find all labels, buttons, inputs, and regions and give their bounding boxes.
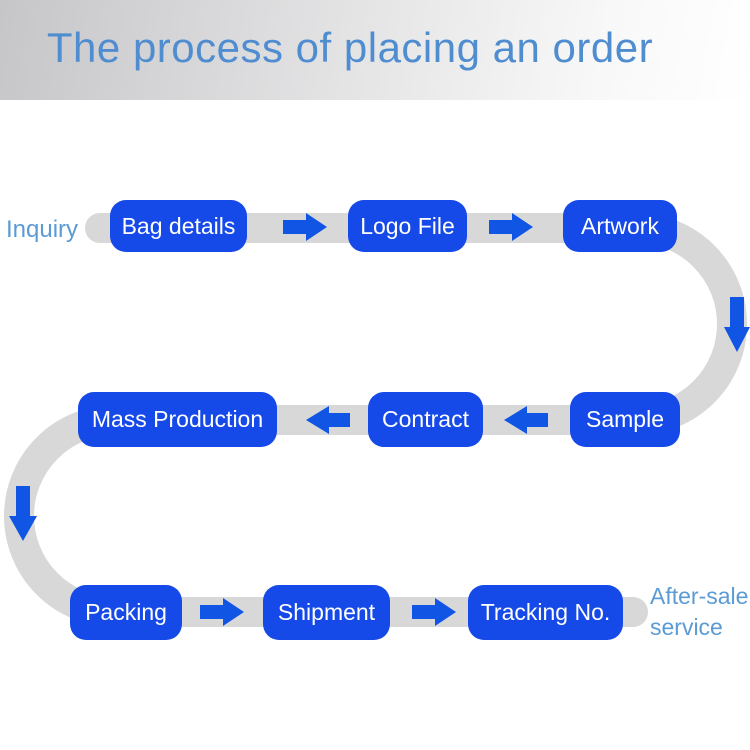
step-label: Bag details	[121, 212, 236, 239]
header-band	[0, 0, 750, 100]
step-mass-production: Mass Production	[78, 392, 277, 447]
step-shipment: Shipment	[263, 585, 390, 640]
step-label: Sample	[586, 406, 664, 432]
page-title: The process of placing an order	[46, 24, 654, 71]
step-label: Logo File	[360, 212, 455, 239]
arrow-right-icon	[489, 213, 533, 241]
step-tracking-no: Tracking No.	[468, 585, 623, 640]
arrow-right-icon	[412, 598, 456, 626]
arrow-right-icon	[200, 598, 244, 626]
arrow-right-icon	[283, 213, 327, 241]
arrow-down-icon	[9, 486, 37, 541]
step-label: Tracking No.	[480, 599, 611, 625]
step-label: Contract	[382, 406, 469, 432]
step-contract: Contract	[368, 392, 483, 447]
step-label: Shipment	[277, 599, 376, 625]
arrow-left-icon	[504, 406, 548, 434]
arrow-left-icon	[306, 406, 350, 434]
after-sale-label: After-sale service	[650, 583, 749, 640]
step-artwork: Artwork	[563, 200, 677, 252]
step-packing: Packing	[70, 585, 182, 640]
step-label: Packing	[85, 599, 167, 625]
step-logo-file: Logo File	[348, 200, 467, 252]
step-label: Mass Production	[91, 406, 264, 432]
step-label: Artwork	[581, 212, 659, 239]
step-bag-details: Bag details	[110, 200, 247, 252]
step-sample: Sample	[570, 392, 680, 447]
arrow-down-icon	[724, 297, 750, 352]
inquiry-label: Inquiry	[6, 216, 79, 243]
